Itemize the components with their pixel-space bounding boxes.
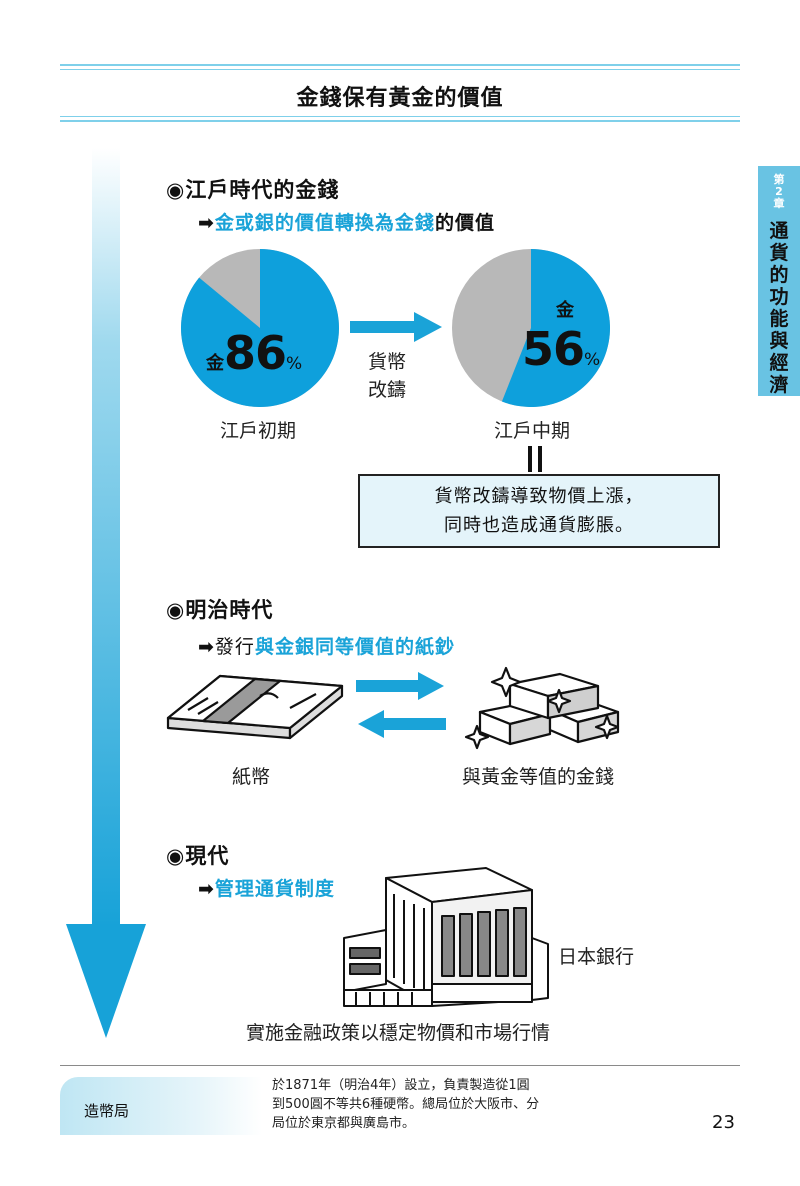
page-number: 23	[712, 1112, 735, 1133]
chapter-tab: 第2章 通貨的功能與經濟	[758, 166, 800, 396]
bank-of-japan-label: 日本銀行	[558, 946, 635, 968]
meiji-sub-plain: 發行	[214, 636, 255, 658]
meiji-sub-highlight: 與金銀同等價值的紙鈔	[254, 636, 455, 658]
edo-heading: ◉江戶時代的金錢	[166, 178, 340, 202]
page-title: 金錢保有黃金的價值	[296, 86, 504, 111]
edo-subheading: ➡金或銀的價值轉換為金錢的價值	[198, 208, 495, 235]
modern-sub-highlight: 管理通貨制度	[214, 878, 335, 900]
edo-sub-plain: 的價值	[434, 212, 495, 234]
modern-heading: ◉現代	[166, 844, 230, 868]
banknote-stack-icon	[166, 674, 344, 740]
footer-divider	[60, 1065, 740, 1066]
recoin-arrow-icon	[350, 312, 442, 342]
modern-subheading: ➡管理通貨制度	[198, 874, 335, 901]
monetary-policy-text: 實施金融政策以穩定物價和市場行情	[246, 1022, 551, 1044]
pie-edo-early	[180, 249, 339, 407]
pie-mid-label: 56%	[522, 322, 601, 376]
title-rule-top	[60, 64, 740, 66]
arrow-right-icon: ➡	[198, 636, 215, 658]
equals-bar-left	[528, 446, 532, 472]
chapter-name: 通貨的功能與經濟	[769, 220, 789, 396]
pie-gold-slice	[501, 249, 611, 407]
gold-money-label: 與黃金等值的金錢	[462, 766, 615, 788]
pie-early-label: 金86%	[206, 326, 303, 380]
title-band: 金錢保有黃金的價值	[60, 64, 740, 122]
edo-early-label: 江戶初期	[220, 420, 297, 442]
banknote-label: 紙幣	[232, 766, 271, 788]
pie-edo-mid	[452, 249, 611, 407]
footer-term: 造幣局	[84, 1102, 130, 1120]
gold-bars-icon	[464, 666, 620, 750]
edo-sub-highlight: 金或銀的價值轉換為金錢	[214, 212, 435, 234]
chapter-number: 第2章	[773, 173, 785, 210]
title-rule-bottom	[60, 120, 740, 122]
exchange-arrows-icon	[356, 672, 446, 738]
footer-term-tab	[60, 1077, 262, 1135]
meiji-heading: ◉明治時代	[166, 598, 274, 622]
meiji-subheading: ➡發行與金銀同等價值的紙鈔	[198, 632, 455, 659]
timeline-arrow	[66, 148, 146, 1038]
pie-gold-slice	[180, 249, 339, 407]
title-rule-bottom-thin	[60, 116, 740, 117]
arrow-right-icon: ➡	[198, 212, 215, 234]
bank-building-icon	[343, 867, 549, 1007]
edo-mid-label: 江戶中期	[494, 420, 571, 442]
title-rule-top-thin	[60, 69, 740, 70]
pie-mid-kanji: 金	[556, 300, 574, 321]
arrow-right-icon: ➡	[198, 878, 215, 900]
recoin-label: 貨幣 改鑄	[368, 351, 407, 401]
footer-description: 於1871年（明治4年）設立，負責製造從1圓 到500圓不等共6種硬幣。總局位於…	[272, 1078, 540, 1131]
equals-bar-right	[538, 446, 542, 472]
inflation-callout: 貨幣改鑄導致物價上漲， 同時也造成通貨膨脹。	[358, 474, 720, 548]
